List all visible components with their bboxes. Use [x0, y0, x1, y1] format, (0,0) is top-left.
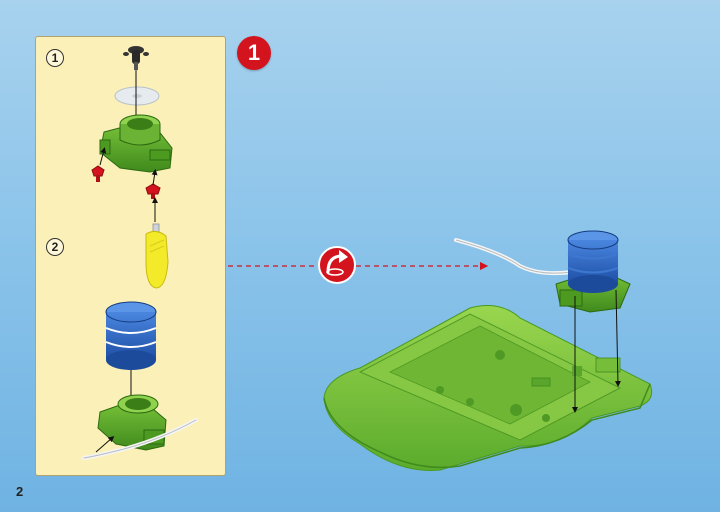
- substep-2-badge: 2: [46, 238, 64, 256]
- green-bracket-icon: [99, 114, 173, 173]
- red-peg-icon: [91, 165, 161, 199]
- white-wire-model-icon: [454, 238, 574, 276]
- blue-drum-model-icon: [567, 230, 619, 293]
- screw-icon: [123, 46, 149, 70]
- yellow-tool-icon: [145, 223, 169, 289]
- rotate-model-icon: [318, 246, 356, 284]
- substep-2-number: 2: [51, 240, 59, 254]
- washer-icon: [114, 86, 160, 106]
- main-step-number: 1: [247, 40, 261, 65]
- page-number: 2: [16, 484, 24, 499]
- substep-1-badge: 1: [46, 49, 64, 67]
- main-step-badge: 1: [237, 36, 271, 70]
- green-base-plate-icon: [323, 305, 653, 471]
- substep-1-number: 1: [51, 51, 59, 65]
- white-wire-icon: [82, 418, 198, 460]
- blue-drum-icon: [105, 301, 157, 370]
